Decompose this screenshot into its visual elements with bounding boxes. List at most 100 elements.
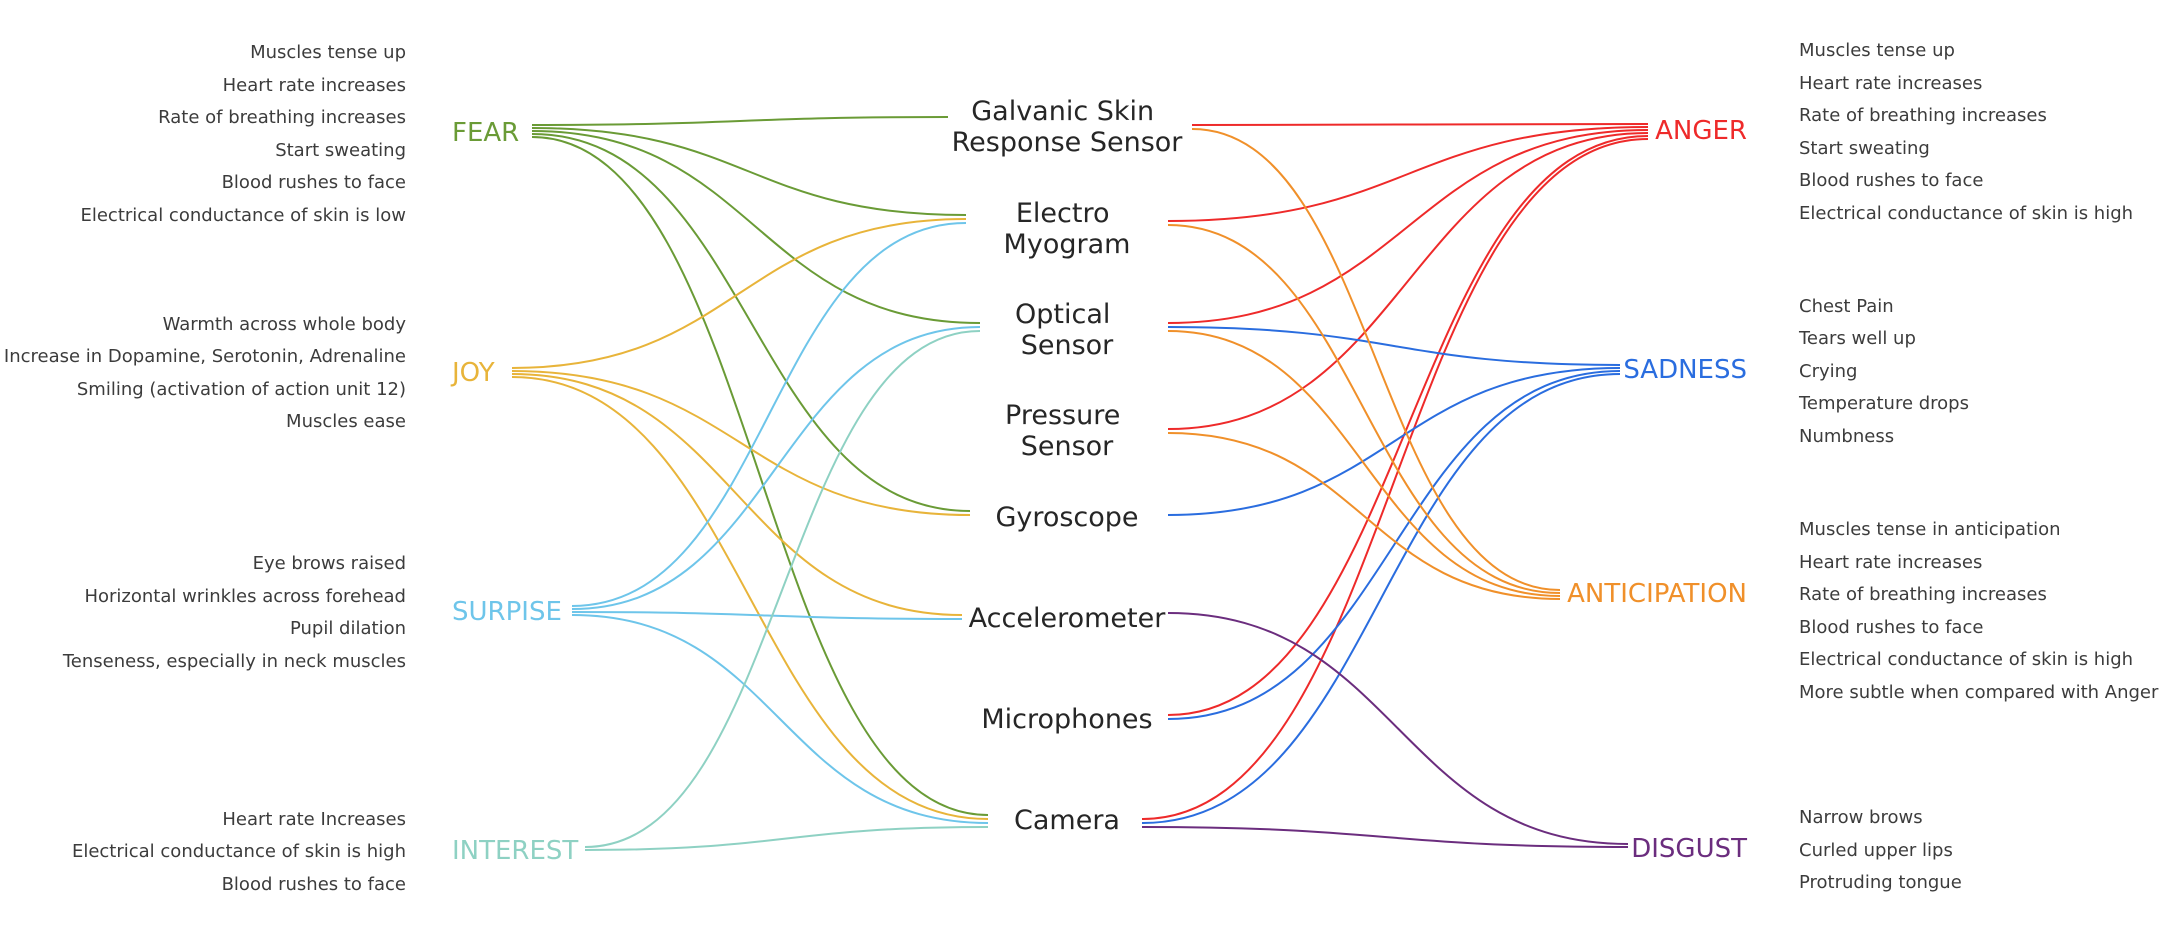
- fear-symptom: Start sweating: [275, 140, 406, 161]
- link-joy-camera: [511, 376, 989, 820]
- sensor-label-optical: Optical Sensor: [1015, 299, 1119, 361]
- sensor-label-gyroscope: Gyroscope: [995, 502, 1138, 533]
- surprise-symptom: Eye brows raised: [253, 553, 406, 574]
- surprise-symptom: Horizontal wrinkles across forehead: [84, 586, 406, 607]
- interest-symptom: Electrical conductance of skin is high: [72, 841, 406, 862]
- link-surprise-accelerometer: [571, 611, 963, 620]
- joy-symptom: Increase in Dopamine, Serotonin, Adrenal…: [4, 346, 406, 367]
- sadness-symptom: Tears well up: [1798, 328, 1916, 349]
- link-fear-gyroscope: [531, 133, 971, 512]
- link-sadness-camera: [1141, 373, 1621, 824]
- anger-symptom: Electrical conductance of skin is high: [1799, 203, 2133, 224]
- disgust-symptom: Protruding tongue: [1799, 872, 1962, 893]
- link-interest-optical: [584, 330, 981, 848]
- link-fear-camera: [531, 136, 989, 816]
- sensor-label-line: Myogram: [1004, 229, 1131, 260]
- emotion-label-surprise: SURPISE: [452, 597, 562, 627]
- emotion-group-anger: ANGER Muscles tense up Heart rate increa…: [1655, 40, 2133, 224]
- fear-symptom: Muscles tense up: [250, 42, 406, 63]
- sensor-label-microphones: Microphones: [981, 704, 1152, 735]
- link-anticipation-emg: [1167, 224, 1561, 594]
- fear-symptom: Rate of breathing increases: [158, 107, 406, 128]
- anticipation-symptom: Blood rushes to face: [1799, 617, 1983, 638]
- interest-symptom: Heart rate Increases: [222, 809, 406, 830]
- link-surprise-camera: [571, 614, 989, 824]
- sensor-label-camera: Camera: [1014, 805, 1120, 836]
- anger-symptom: Start sweating: [1799, 138, 1930, 159]
- link-anger-optical: [1167, 129, 1649, 324]
- emotion-label-joy: JOY: [450, 358, 495, 388]
- emotion-group-sadness: SADNESS Chest Pain Tears well up Crying …: [1623, 296, 1969, 447]
- emotion-group-interest: INTEREST Heart rate Increases Electrical…: [72, 809, 578, 895]
- sadness-symptom: Crying: [1799, 361, 1857, 382]
- link-fear-optical: [531, 130, 981, 324]
- link-curves: [511, 116, 1649, 851]
- surprise-symptom: Tenseness, especially in neck muscles: [62, 651, 406, 672]
- fear-symptom: Blood rushes to face: [222, 172, 406, 193]
- disgust-symptom: Narrow brows: [1799, 807, 1923, 828]
- fear-symptom: Electrical conductance of skin is low: [80, 205, 406, 226]
- anger-symptom: Rate of breathing increases: [1799, 105, 2047, 126]
- emotion-label-anger: ANGER: [1655, 116, 1747, 146]
- link-interest-camera: [584, 826, 989, 851]
- sensor-label-accelerometer: Accelerometer: [969, 603, 1167, 634]
- link-anger-microphones: [1167, 135, 1649, 716]
- sadness-symptom: Numbness: [1799, 426, 1894, 447]
- sensor-label-gsr: Galvanic Skin Response Sensor: [952, 96, 1184, 158]
- sensor-label-line: Sensor: [1021, 330, 1114, 361]
- link-sadness-microphones: [1167, 370, 1621, 720]
- emotion-label-anticipation: ANTICIPATION: [1567, 579, 1747, 609]
- link-disgust-camera: [1141, 826, 1629, 848]
- emotion-group-anticipation: ANTICIPATION Muscles tense in anticipati…: [1567, 519, 2159, 703]
- link-anger-pressure: [1167, 132, 1649, 430]
- surprise-symptom: Pupil dilation: [290, 618, 406, 639]
- link-anticipation-pressure: [1167, 432, 1561, 600]
- link-anger-camera: [1141, 138, 1649, 820]
- anger-symptom: Blood rushes to face: [1799, 170, 1983, 191]
- link-sadness-gyroscope: [1167, 367, 1621, 516]
- emotion-group-joy: JOY Warmth across whole body Increase in…: [4, 314, 495, 432]
- sensor-label-line: Sensor: [1021, 431, 1114, 462]
- sensor-label-pressure: Pressure Sensor: [1005, 400, 1129, 462]
- anger-symptom: Heart rate increases: [1799, 73, 1982, 94]
- interest-symptom: Blood rushes to face: [222, 874, 406, 895]
- link-joy-gyroscope: [511, 370, 971, 516]
- anticipation-symptom: Heart rate increases: [1799, 552, 1982, 573]
- link-fear-emg: [531, 127, 967, 216]
- emotion-label-sadness: SADNESS: [1623, 355, 1747, 385]
- sensor-label-line: Galvanic Skin: [971, 96, 1154, 127]
- joy-symptom: Muscles ease: [286, 411, 406, 432]
- link-sadness-optical: [1167, 326, 1621, 366]
- link-disgust-accelerometer: [1167, 612, 1629, 845]
- sensor-label-line: Response Sensor: [952, 127, 1184, 158]
- link-joy-emg: [511, 218, 967, 369]
- link-surprise-emg: [571, 222, 967, 607]
- anticipation-symptom: Muscles tense in anticipation: [1799, 519, 2061, 540]
- sensor-label-line: Electro: [1016, 198, 1110, 229]
- sadness-symptom: Chest Pain: [1799, 296, 1894, 317]
- anticipation-symptom: Rate of breathing increases: [1799, 584, 2047, 605]
- sadness-symptom: Temperature drops: [1798, 393, 1969, 414]
- fear-symptom: Heart rate increases: [223, 75, 406, 96]
- link-anger-gsr: [1191, 123, 1649, 126]
- emotion-group-surprise: SURPISE Eye brows raised Horizontal wrin…: [62, 553, 562, 672]
- emotion-label-fear: FEAR: [452, 118, 519, 148]
- sensor-label-line: Pressure: [1005, 400, 1120, 431]
- emotion-label-interest: INTEREST: [452, 836, 578, 866]
- disgust-symptom: Curled upper lips: [1799, 840, 1953, 861]
- link-anticipation-optical: [1167, 330, 1561, 597]
- link-joy-accelerometer: [511, 373, 963, 616]
- joy-symptom: Warmth across whole body: [163, 314, 407, 335]
- anticipation-symptom: More subtle when compared with Anger: [1799, 682, 2159, 703]
- link-anticipation-gsr: [1191, 128, 1561, 591]
- link-surprise-optical: [571, 326, 981, 610]
- emotion-group-fear: FEAR Muscles tense up Heart rate increas…: [80, 42, 519, 226]
- link-anger-emg: [1167, 126, 1649, 222]
- emotion-label-disgust: DISGUST: [1631, 834, 1747, 864]
- anticipation-symptom: Electrical conductance of skin is high: [1799, 649, 2133, 670]
- anger-symptom: Muscles tense up: [1799, 40, 1955, 61]
- link-fear-gsr: [531, 116, 949, 126]
- sensor-label-emg: Electro Myogram: [1004, 198, 1131, 260]
- sensor-label-line: Optical: [1015, 299, 1110, 330]
